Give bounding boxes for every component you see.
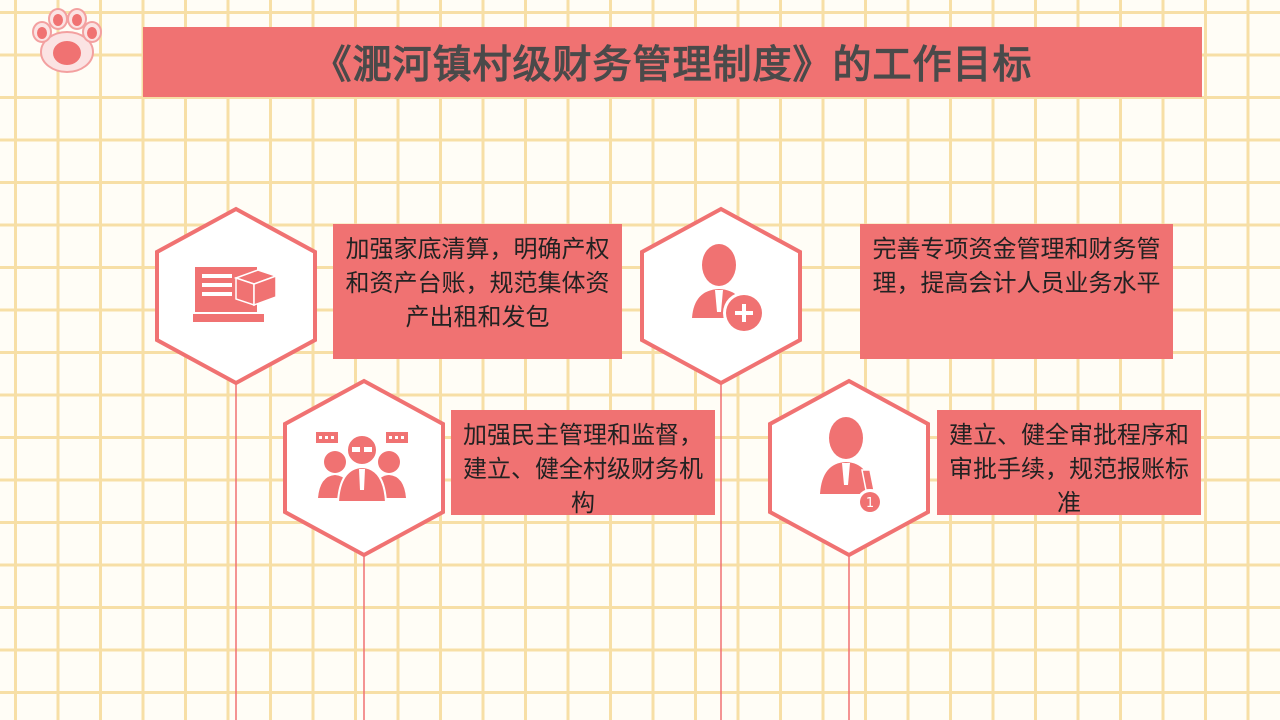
goal-text: 加强家底清算，明确产权和资产台账，规范集体资产出租和发包 [345,235,610,331]
goal-text: 建立、健全审批程序和审批手续，规范报账标准 [949,421,1189,517]
goal-card-1: 加强家底清算，明确产权和资产台账，规范集体资产出租和发包 [333,224,622,359]
person-medal-icon: 1 [820,417,883,515]
computer-box-icon [193,267,279,322]
goal-card-3: 加强民主管理和监督，建立、健全村级财务机构 [451,410,715,517]
title-banner: 《淝河镇村级财务管理制度》的工作目标 [143,27,1202,97]
goal-text: 完善专项资金管理和财务管理，提高会计人员业务水平 [872,235,1161,297]
goal-text: 加强民主管理和监督，建立、健全村级财务机构 [463,421,703,517]
svg-text:1: 1 [866,496,874,511]
goal-card-2: 完善专项资金管理和财务管理，提高会计人员业务水平 [860,224,1173,359]
paw-logo-icon [32,8,102,73]
person-plus-icon [692,244,765,334]
page-title: 《淝河镇村级财务管理制度》的工作目标 [312,42,1033,88]
goal-card-4: 建立、健全审批程序和审批手续，规范报账标准 [937,410,1201,517]
meeting-group-icon [316,432,408,503]
